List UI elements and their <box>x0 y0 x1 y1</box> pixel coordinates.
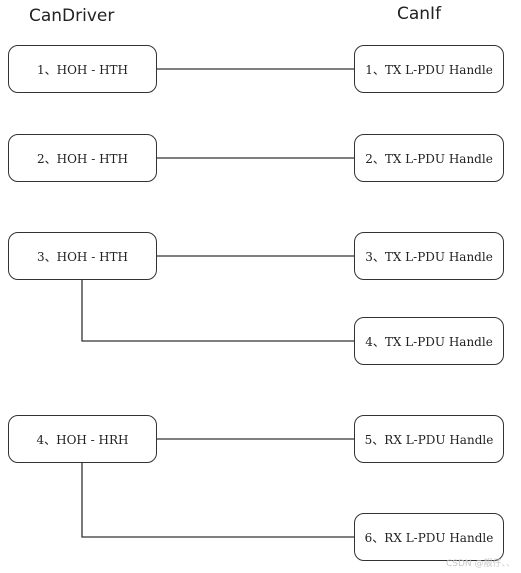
driver-box-4: 4、HOH - HRH <box>8 415 157 463</box>
watermark: CSDN @靓仔、、 <box>445 559 515 569</box>
connector-3-4 <box>81 280 354 342</box>
candriver-header: CanDriver <box>29 6 115 26</box>
canif-box-6: 6、RX L-PDU Handle <box>354 513 504 561</box>
canif-box-3: 3、TX L-PDU Handle <box>354 232 504 280</box>
canif-header: CanIf <box>397 4 442 24</box>
driver-box-2: 2、HOH - HTH <box>8 134 157 182</box>
driver-box-1: 1、HOH - HTH <box>8 45 157 93</box>
canif-box-1: 1、TX L-PDU Handle <box>354 45 504 93</box>
connector-4-6 <box>81 463 354 538</box>
driver-box-3: 3、HOH - HTH <box>8 232 157 280</box>
canif-box-5: 5、RX L-PDU Handle <box>354 415 504 463</box>
canif-box-4: 4、TX L-PDU Handle <box>354 317 504 365</box>
canif-box-2: 2、TX L-PDU Handle <box>354 134 504 182</box>
